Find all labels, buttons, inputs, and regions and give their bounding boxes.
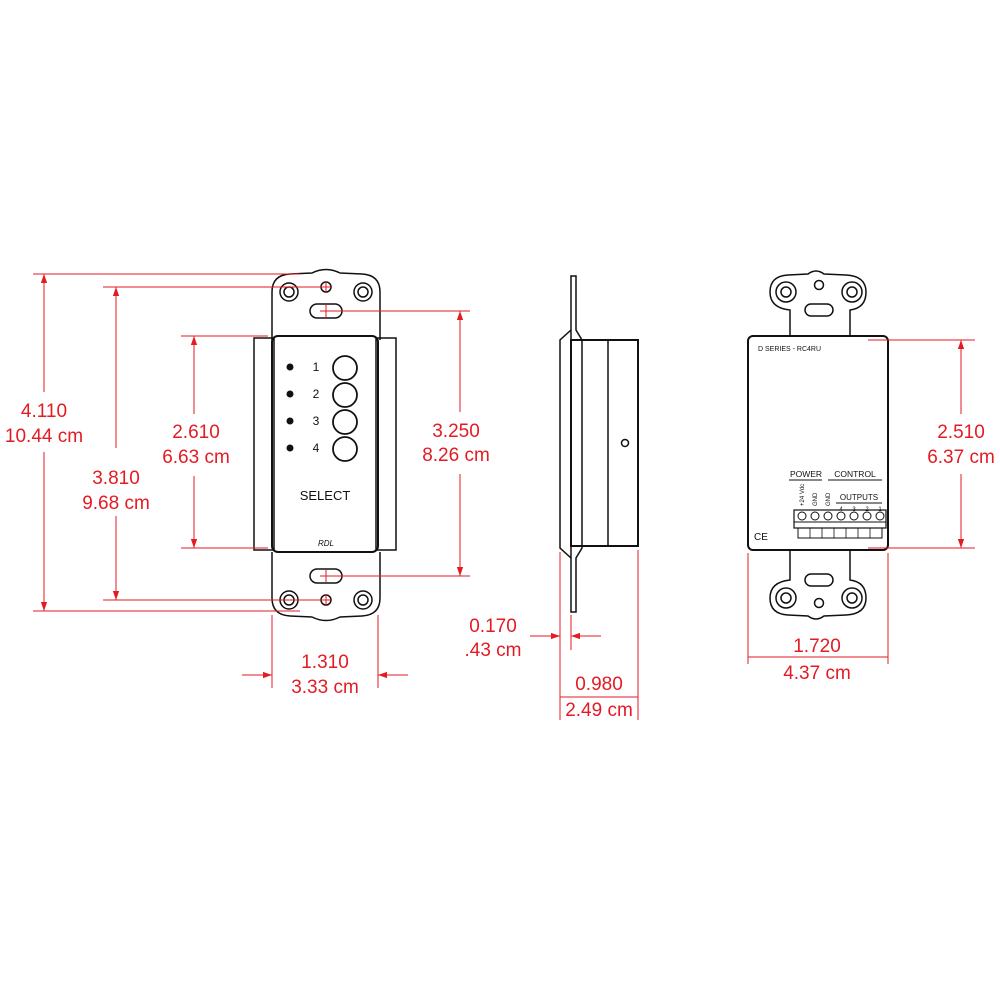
back-width-inch: 1.720 bbox=[793, 636, 841, 657]
terminal-screw-2 bbox=[810, 511, 820, 521]
terminal-screw-1 bbox=[797, 511, 807, 521]
terminal-label-1: 1 bbox=[878, 507, 882, 513]
back-bottom-mounting-tab bbox=[769, 549, 867, 620]
side-mounting-plate bbox=[570, 275, 583, 613]
back-height-cm: 6.37 cm bbox=[927, 447, 995, 468]
depth-inch: 0.980 bbox=[575, 674, 623, 695]
terminal-label-4: 4 bbox=[839, 507, 843, 513]
back-bottom-screw-icon bbox=[813, 597, 825, 609]
plate-thickness-inch: 0.170 bbox=[469, 616, 517, 637]
brand-label: RDL bbox=[318, 539, 334, 548]
front-crosshairs bbox=[320, 281, 332, 606]
ce-mark: CE bbox=[754, 532, 768, 543]
select-label: SELECT bbox=[300, 488, 351, 503]
led-2 bbox=[286, 390, 294, 398]
terminal-screw-7 bbox=[875, 511, 885, 521]
terminal-label-3: 3 bbox=[852, 507, 856, 513]
led-4 bbox=[286, 444, 294, 452]
front-body bbox=[271, 335, 379, 553]
mounting-height-inch: 3.810 bbox=[92, 468, 140, 489]
model-label: D SERIES - RC4RU bbox=[758, 346, 821, 353]
back-top-mounting-tab bbox=[769, 270, 867, 337]
select-button-4 bbox=[332, 436, 358, 462]
body-height-inch: 2.610 bbox=[172, 422, 220, 443]
back-body bbox=[747, 335, 889, 551]
front-bottom-mounting-tab bbox=[271, 552, 381, 622]
led-label-4: 4 bbox=[313, 441, 320, 455]
front-dimension-labels: 4.110 10.44 cm 3.810 9.68 cm 2.610 6.63 … bbox=[5, 401, 490, 698]
side-dimensions bbox=[530, 550, 639, 720]
terminal-screw-4 bbox=[836, 511, 846, 521]
terminal-label-24vdc: +24 Vdc bbox=[800, 484, 806, 506]
depth-cm: 2.49 cm bbox=[565, 700, 633, 721]
back-width-cm: 4.37 cm bbox=[783, 663, 851, 684]
plate-thickness-cm: .43 cm bbox=[464, 640, 521, 661]
control-label: CONTROL bbox=[834, 469, 876, 479]
led-label-1: 1 bbox=[313, 360, 320, 374]
led-1 bbox=[286, 363, 294, 371]
back-labels: D SERIES - RC4RU POWER CONTROL OUTPUTS +… bbox=[754, 346, 882, 543]
back-height-inch: 2.510 bbox=[937, 422, 985, 443]
back-top-screw-icon bbox=[813, 279, 825, 291]
mounting-height-cm: 9.68 cm bbox=[82, 493, 150, 514]
outputs-label: OUTPUTS bbox=[840, 493, 878, 502]
terminal-screw-3 bbox=[823, 511, 833, 521]
front-top-mounting-tab bbox=[271, 268, 381, 340]
side-screw-hole bbox=[620, 438, 630, 448]
back-bottom-slot bbox=[804, 573, 834, 587]
side-view bbox=[559, 275, 639, 613]
front-width-cm: 3.33 cm bbox=[291, 677, 359, 698]
terminal-screw-5 bbox=[849, 511, 859, 521]
side-dimension-labels: 0.170 .43 cm 0.980 2.49 cm bbox=[464, 616, 632, 721]
front-controls: 1 2 3 4 SELECT RDL bbox=[286, 355, 358, 548]
plate-height-inch: 3.250 bbox=[432, 421, 480, 442]
select-button-2 bbox=[332, 382, 358, 408]
overall-height-inch: 4.110 bbox=[21, 401, 67, 422]
side-plate-bend bbox=[559, 329, 572, 559]
led-label-2: 2 bbox=[313, 387, 320, 401]
led-label-3: 3 bbox=[313, 414, 320, 428]
select-button-3 bbox=[332, 409, 358, 435]
back-view bbox=[747, 270, 889, 620]
terminal-screw-6 bbox=[862, 511, 872, 521]
back-dimension-labels: 2.510 6.37 cm 1.720 4.37 cm bbox=[783, 422, 995, 684]
front-width-inch: 1.310 bbox=[301, 652, 349, 673]
side-body bbox=[570, 339, 639, 547]
led-3 bbox=[286, 417, 294, 425]
terminal-label-gnd-power: GND bbox=[813, 492, 819, 506]
power-label: POWER bbox=[790, 469, 822, 479]
back-top-slot bbox=[804, 303, 834, 317]
plate-height-cm: 8.26 cm bbox=[422, 445, 490, 466]
select-button-1 bbox=[332, 355, 358, 381]
body-height-cm: 6.63 cm bbox=[162, 447, 230, 468]
terminal-label-gnd-control: GND bbox=[826, 492, 832, 506]
terminal-label-2: 2 bbox=[865, 507, 869, 513]
overall-height-cm: 10.44 cm bbox=[5, 426, 83, 447]
front-dimensions bbox=[33, 273, 470, 688]
front-view bbox=[253, 268, 397, 622]
back-dimensions bbox=[747, 339, 975, 664]
